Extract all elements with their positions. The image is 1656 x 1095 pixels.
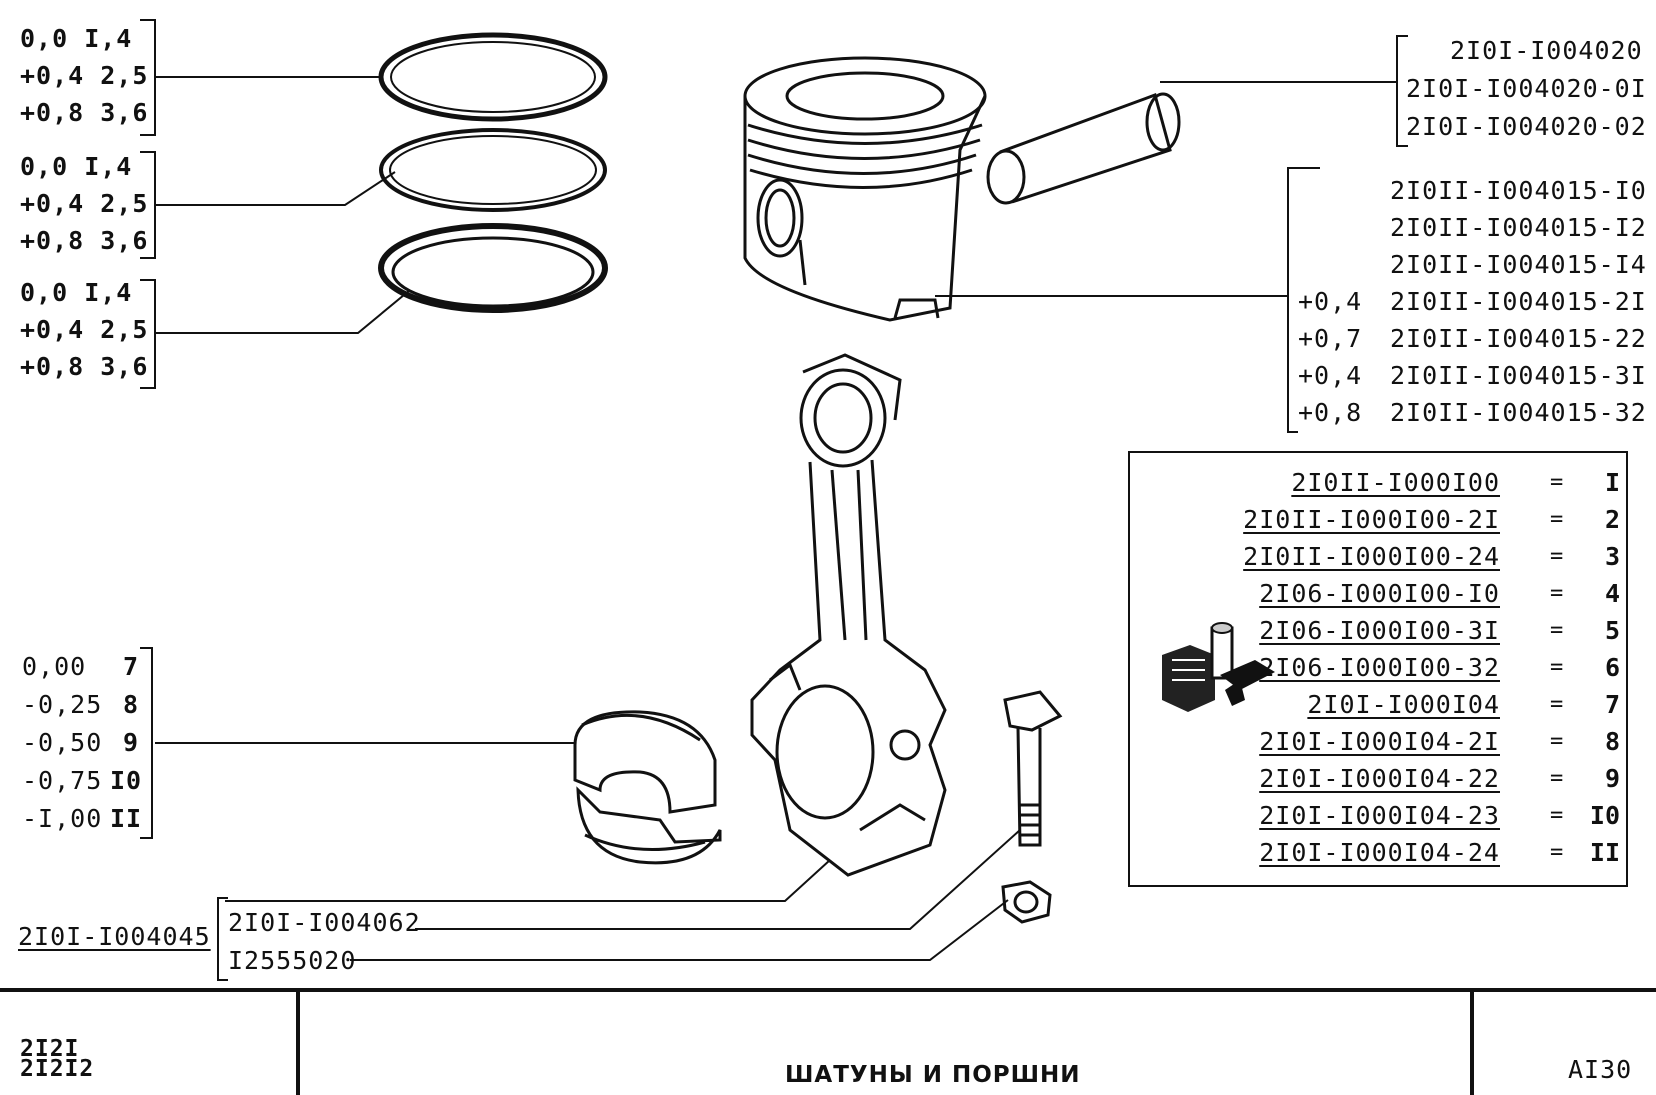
legend-eq: = <box>1550 507 1564 532</box>
legend-code: 2I06-I000I00-32 <box>1259 653 1500 682</box>
ring-2-line-3: +0,8 3,6 <box>20 226 149 255</box>
bolt-code: 2I0I-I004062 <box>228 908 421 937</box>
bearing-num-2: 8 <box>123 690 140 719</box>
ring-2-line-2: +0,4 2,5 <box>20 189 149 218</box>
title-block-frame <box>0 988 1656 1095</box>
connecting-rod <box>750 353 947 877</box>
ring-3-line-2: +0,4 2,5 <box>20 315 149 344</box>
bearing-num-5: II <box>110 804 143 833</box>
bearing-size-3: -0,50 <box>22 728 103 757</box>
ring-1-line-2: +0,4 2,5 <box>20 61 149 90</box>
legend-eq: = <box>1550 581 1564 606</box>
pin-code-1: 2I0I-I004020 <box>1450 36 1643 65</box>
pin-code-2: 2I0I-I004020-0I <box>1406 74 1647 103</box>
bearing-size-5: -I,00 <box>22 804 103 833</box>
piston-size-5: +0,7 <box>1298 324 1363 353</box>
bearing-size-2: -0,25 <box>22 690 103 719</box>
model-1: 2I2I <box>20 1036 80 1062</box>
legend-eq: = <box>1550 655 1564 680</box>
legend-code: 2I0I-I000I04-22 <box>1259 764 1500 793</box>
legend-row: 2I0I-I000I04-24 = II <box>1130 838 1630 874</box>
legend-code: 2I06-I000I00-I0 <box>1259 579 1500 608</box>
legend-code: 2I0II-I000I00 <box>1291 468 1500 497</box>
legend-eq: = <box>1550 544 1564 569</box>
piston-code-5: 2I0II-I004015-22 <box>1390 324 1647 353</box>
bearing-num-1: 7 <box>123 652 140 681</box>
model-2: 2I2I2 <box>20 1056 95 1082</box>
kit-icon <box>1162 622 1275 712</box>
piston-code-2: 2I0II-I004015-I2 <box>1390 213 1647 242</box>
nut-code: I2555020 <box>228 946 357 975</box>
piston <box>743 56 987 322</box>
legend-eq: = <box>1550 618 1564 643</box>
ring-2-line-1: 0,0 I,4 <box>20 152 133 181</box>
leader-lines <box>155 76 1397 961</box>
legend-code: 2I0II-I000I00-24 <box>1243 542 1500 571</box>
legend-num: 2 <box>1604 505 1620 534</box>
ring-1-line-3: +0,8 3,6 <box>20 98 149 127</box>
bearing-size-1: 0,00 <box>22 652 87 681</box>
piston-pin <box>986 92 1181 205</box>
ring-brackets <box>140 19 1408 981</box>
piston-size-6: +0,4 <box>1298 361 1363 390</box>
bearing-num-4: I0 <box>110 766 143 795</box>
legend-num: 4 <box>1604 579 1620 608</box>
legend-eq: = <box>1550 470 1564 495</box>
legend-code: 2I0I-I000I04-24 <box>1259 838 1500 867</box>
legend-row: 2I06-I000I00-I0 = 4 <box>1130 579 1630 615</box>
legend-code: 2I0I-I000I04-23 <box>1259 801 1500 830</box>
legend-eq: = <box>1550 729 1564 754</box>
legend-eq: = <box>1550 692 1564 717</box>
piston-ring-1 <box>378 32 608 122</box>
ring-1-line-1: 0,0 I,4 <box>20 24 133 53</box>
rod-bolt <box>1003 690 1063 847</box>
legend-num: 7 <box>1604 690 1620 719</box>
bearing-size-4: -0,75 <box>22 766 103 795</box>
legend-code: 2I0II-I000I00-2I <box>1243 505 1500 534</box>
legend-row: 2I0I-I000I04 = 7 <box>1130 690 1630 726</box>
legend-num: 9 <box>1604 764 1620 793</box>
legend-num: 6 <box>1604 653 1620 682</box>
piston-code-7: 2I0II-I004015-32 <box>1390 398 1647 427</box>
legend-row: 2I06-I000I00-3I = 5 <box>1130 616 1630 652</box>
legend-num: I <box>1604 468 1620 497</box>
piston-size-4: +0,4 <box>1298 287 1363 316</box>
legend-row: 2I0I-I000I04-22 = 9 <box>1130 764 1630 800</box>
legend-row: 2I0I-I000I04-23 = I0 <box>1130 801 1630 837</box>
pin-code-3: 2I0I-I004020-02 <box>1406 112 1647 141</box>
legend-row: 2I0II-I000I00-24 = 3 <box>1130 542 1630 578</box>
rod-nut <box>1001 880 1052 924</box>
bearing-shells <box>573 710 722 865</box>
piston-code-3: 2I0II-I004015-I4 <box>1390 250 1647 279</box>
legend-eq: = <box>1550 766 1564 791</box>
piston-ring-3 <box>378 223 608 313</box>
legend-num: 3 <box>1604 542 1620 571</box>
rod-code: 2I0I-I004045 <box>18 922 211 951</box>
piston-ring-2 <box>379 128 607 212</box>
piston-code-4: 2I0II-I004015-2I <box>1390 287 1647 316</box>
legend-eq: = <box>1550 803 1564 828</box>
legend-num: 5 <box>1604 616 1620 645</box>
ring-3-line-3: +0,8 3,6 <box>20 352 149 381</box>
legend-row: 2I06-I000I00-32 = 6 <box>1130 653 1630 689</box>
piston-size-7: +0,8 <box>1298 398 1363 427</box>
ring-3-line-1: 0,0 I,4 <box>20 278 133 307</box>
legend-num: II <box>1589 838 1620 867</box>
page-title: ШАТУНЫ И ПОРШНИ <box>785 1062 1081 1088</box>
legend-code: 2I06-I000I00-3I <box>1259 616 1500 645</box>
bearing-num-3: 9 <box>123 728 140 757</box>
legend-eq: = <box>1550 840 1564 865</box>
legend-row: 2I0II-I000I00-2I = 2 <box>1130 505 1630 541</box>
legend-num: 8 <box>1604 727 1620 756</box>
legend-row: 2I0II-I000I00 = I <box>1130 468 1630 504</box>
legend-row: 2I0I-I000I04-2I = 8 <box>1130 727 1630 763</box>
piston-code-6: 2I0II-I004015-3I <box>1390 361 1647 390</box>
legend-num: I0 <box>1589 801 1620 830</box>
piston-code-1: 2I0II-I004015-I0 <box>1390 176 1647 205</box>
page-number: AI30 <box>1568 1055 1633 1084</box>
legend-code: 2I0I-I000I04-2I <box>1259 727 1500 756</box>
kit-legend: 2I0II-I000I00 = I 2I0II-I000I00-2I = 2 2… <box>1128 451 1628 887</box>
legend-code: 2I0I-I000I04 <box>1307 690 1500 719</box>
